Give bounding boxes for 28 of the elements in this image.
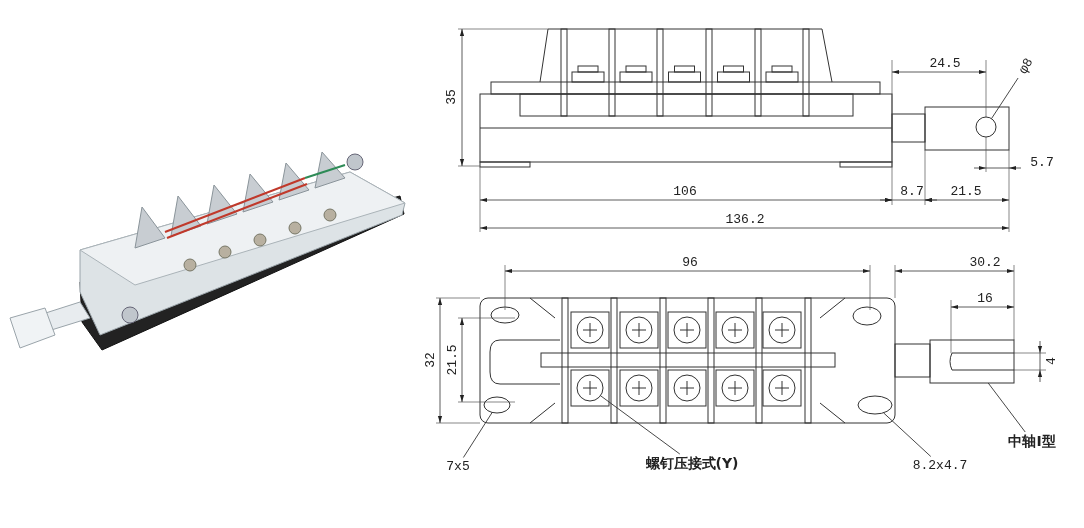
leader-line <box>987 382 1026 433</box>
dimension-label: 136.2 <box>725 212 765 226</box>
dimension-label: 96 <box>682 255 698 269</box>
dimension-label: 8.7 <box>900 184 924 198</box>
dimension-label: 21.5 <box>445 344 459 376</box>
callout-label: 7x5 <box>446 459 470 473</box>
mounting-slot <box>857 395 893 415</box>
mounting-slot <box>483 396 511 414</box>
dimension-label: 4 <box>1044 357 1058 365</box>
dimension-label: 24.5 <box>929 56 961 70</box>
dimension-label: 16 <box>977 291 993 305</box>
fork-lug <box>929 339 1015 384</box>
callout-label: 螺钉压接式(Y) <box>645 456 739 470</box>
callout-label: 8.2x4.7 <box>912 458 968 472</box>
dimension-label: 32 <box>423 352 437 368</box>
leader-line <box>462 411 493 458</box>
mounting-hole <box>975 116 997 138</box>
callout-label: φ8 <box>1016 56 1036 76</box>
leader-line <box>991 77 1019 120</box>
leader-line <box>600 395 681 455</box>
dimension-label: 35 <box>444 89 458 105</box>
dimension-label: 106 <box>673 184 697 198</box>
leader-line <box>883 412 932 457</box>
screw-head <box>576 374 604 402</box>
dimension-label: 30.2 <box>969 255 1001 269</box>
dimension-label: 21.5 <box>950 184 982 198</box>
dimension-label: 5.7 <box>1030 155 1054 169</box>
callout-label: 中轴I型 <box>1008 434 1056 448</box>
